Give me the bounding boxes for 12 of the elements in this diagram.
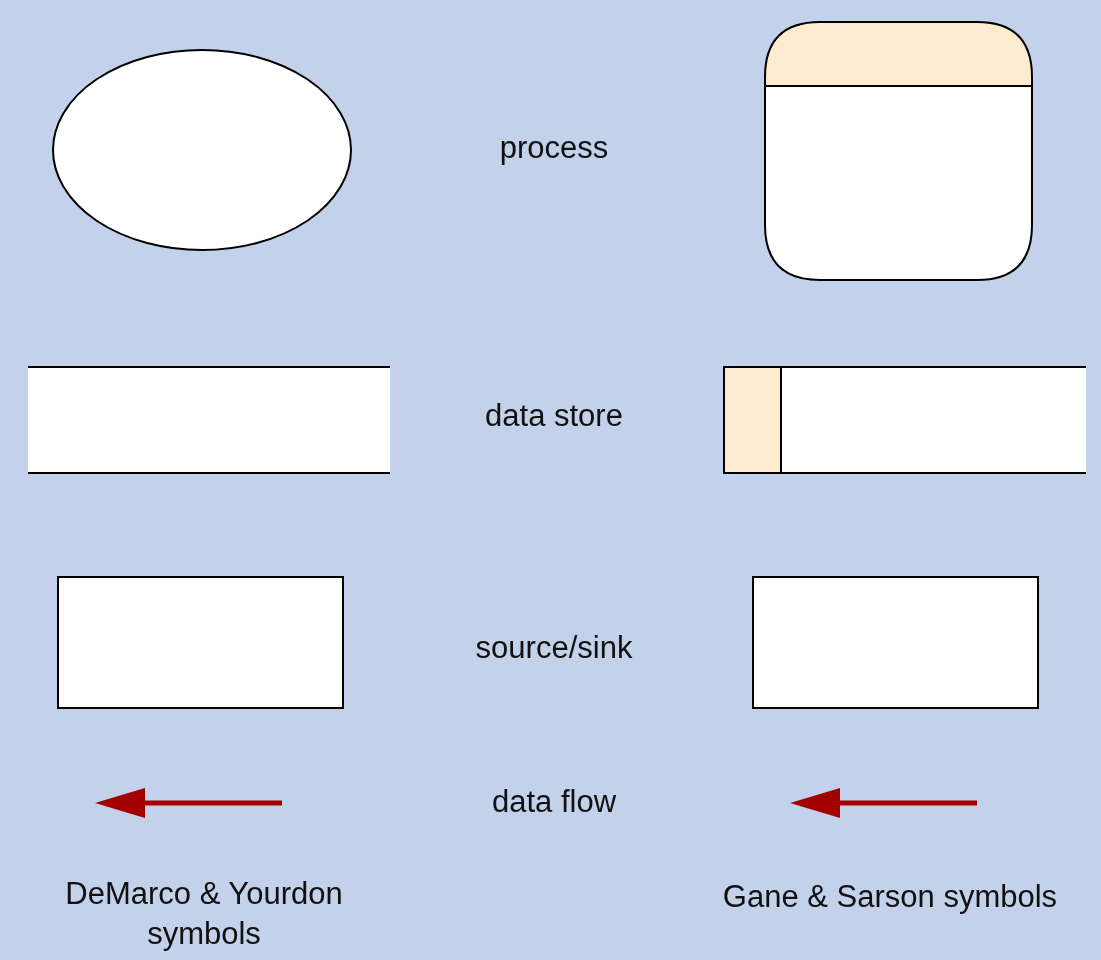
source-sink-box: [752, 576, 1039, 709]
column-caption: Gane & Sarson symbols: [721, 878, 1059, 916]
process-ellipse: [52, 49, 352, 251]
row-label: data flow: [490, 783, 618, 821]
row-label: process: [498, 129, 610, 167]
row-label: source/sink: [474, 629, 634, 667]
column-caption: DeMarco & Yourdon symbols: [64, 875, 344, 953]
data-store-open-box: [723, 366, 1087, 474]
row-label: data store: [484, 397, 624, 435]
process-rounded-box: [764, 21, 1033, 281]
data-store-open-box: [27, 366, 391, 474]
source-sink-box: [57, 576, 344, 709]
